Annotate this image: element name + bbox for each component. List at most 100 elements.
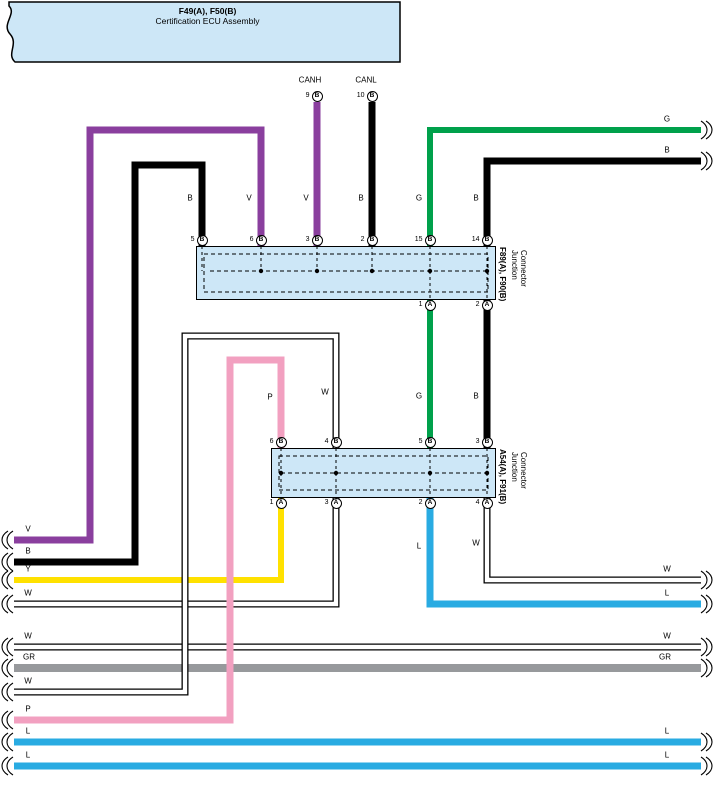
wire-color-label-CANH: CANH bbox=[298, 75, 322, 85]
wire-continuation-mark bbox=[1, 732, 14, 752]
pin-terminal-j1-top-2B: B bbox=[366, 235, 378, 246]
wire-continuation-mark bbox=[1, 570, 14, 590]
junction-node-dot bbox=[369, 268, 375, 274]
wire-continuation-mark bbox=[1, 552, 14, 572]
wire-color-label-Y: Y bbox=[25, 564, 31, 574]
pin-number: 3 bbox=[324, 499, 329, 506]
junction-node-dot bbox=[427, 470, 433, 476]
pin-number: 5 bbox=[190, 236, 195, 243]
junction-node-dot bbox=[314, 268, 320, 274]
wire-color-label-L: L bbox=[664, 750, 670, 760]
wire-color-label-B: B bbox=[473, 391, 479, 401]
junction-1-internal-frame bbox=[203, 253, 489, 293]
wire-color-label-CANL: CANL bbox=[355, 75, 377, 85]
wire-color-label-B: B bbox=[358, 193, 364, 203]
wire-j2-a1-yellow bbox=[14, 498, 284, 583]
junction-node-dot bbox=[484, 268, 490, 274]
junction-1-type-line1: Junction bbox=[510, 250, 519, 280]
wire-color-label-V: V bbox=[246, 193, 252, 203]
wire-color-label-W: W bbox=[24, 676, 32, 686]
wire-color-label-L: L bbox=[664, 726, 670, 736]
wire-color-label-L: L bbox=[25, 750, 31, 760]
wire-color-label-L: L bbox=[664, 588, 670, 598]
wire-continuation-mark bbox=[1, 756, 14, 776]
wire-continuation-mark bbox=[700, 570, 713, 590]
wire-continuation-mark bbox=[700, 151, 713, 171]
wire-continuation-mark bbox=[1, 637, 14, 657]
pin-terminal-ecu-9B: B bbox=[311, 90, 323, 102]
junction-connector-1-box bbox=[196, 246, 496, 300]
pin-number: 3 bbox=[305, 236, 310, 243]
ecu-id: F49(A), F50(B) bbox=[178, 6, 237, 16]
wire-continuation-mark bbox=[700, 637, 713, 657]
junction-node-dot bbox=[333, 470, 339, 476]
wire-j2-a4-white bbox=[484, 498, 701, 583]
pin-terminal-j2-top-5B: B bbox=[424, 437, 436, 448]
junction-node-dot bbox=[427, 268, 433, 274]
wire-continuation-mark bbox=[1, 658, 14, 678]
wire-color-label-W: W bbox=[472, 538, 480, 548]
wire-continuation-mark bbox=[1, 594, 14, 614]
wire-color-label-P: P bbox=[267, 392, 273, 402]
junction-node-dot bbox=[278, 470, 284, 476]
wire-j2-a2-blue bbox=[426, 498, 701, 608]
pin-terminal-j2-bottom-1A: A bbox=[275, 498, 287, 509]
wire-continuation-mark bbox=[700, 594, 713, 614]
junction-2-type-line1: Junction bbox=[510, 452, 519, 482]
pin-number: 4 bbox=[475, 499, 480, 506]
wire-j2-a3-white bbox=[14, 498, 339, 607]
wire-color-label-V: V bbox=[303, 193, 309, 203]
wire-color-label-G: G bbox=[415, 193, 423, 203]
pin-terminal-j2-bottom-2A: A bbox=[424, 498, 436, 509]
pin-number: 14 bbox=[471, 236, 480, 243]
pin-terminal-j2-top-3B: B bbox=[481, 437, 493, 448]
pin-number: 6 bbox=[269, 438, 274, 445]
wire-color-label-G: G bbox=[663, 114, 671, 124]
wire-color-label-W: W bbox=[663, 631, 671, 641]
pin-terminal-j2-top-4B: B bbox=[330, 437, 342, 448]
wire-color-label-G: G bbox=[415, 391, 423, 401]
wire-color-label-P: P bbox=[25, 704, 31, 714]
ecu-title: F49(A), F50(B) Certification ECU Assembl… bbox=[100, 6, 315, 26]
pin-number: 5 bbox=[418, 438, 423, 445]
pin-terminal-j1-top-14B: B bbox=[481, 235, 493, 246]
wire-color-label-W: W bbox=[321, 387, 329, 397]
pin-terminal-j1-bottom-2A: A bbox=[481, 300, 493, 311]
pin-terminal-j2-bottom-4A: A bbox=[481, 498, 493, 509]
pin-terminal-j1-top-3B: B bbox=[311, 235, 323, 246]
wire-continuation-mark bbox=[700, 120, 713, 140]
wire-continuation-mark bbox=[1, 710, 14, 730]
wire-color-label-W: W bbox=[663, 564, 671, 574]
pin-number: 10 bbox=[356, 91, 365, 99]
pin-terminal-j1-bottom-1A: A bbox=[424, 300, 436, 311]
wire-color-label-B: B bbox=[473, 193, 479, 203]
junction-1-id: F89(A), F90(B) bbox=[498, 247, 507, 302]
junction-2-type-line2: Connector bbox=[519, 452, 528, 489]
wire-color-label-B: B bbox=[187, 193, 193, 203]
wire-color-label-L: L bbox=[25, 726, 31, 736]
pin-number: 1 bbox=[269, 499, 274, 506]
wire-continuation-mark bbox=[700, 658, 713, 678]
pin-terminal-j2-bottom-3A: A bbox=[330, 498, 342, 509]
wire-continuation-mark bbox=[700, 756, 713, 776]
wire-continuation-mark bbox=[1, 682, 14, 702]
ecu-name: Certification ECU Assembly bbox=[155, 16, 260, 26]
ecu-assembly bbox=[6, 1, 401, 63]
pin-terminal-j2-top-6B: B bbox=[275, 437, 287, 448]
junction-node-dot bbox=[484, 470, 490, 476]
pin-number: 6 bbox=[249, 236, 254, 243]
pin-number: 2 bbox=[475, 301, 480, 308]
junction-1-type-line2: Connector bbox=[519, 250, 528, 287]
ecu-assembly-box bbox=[6, 1, 401, 63]
wire-continuation-mark bbox=[700, 732, 713, 752]
wire-color-label-L: L bbox=[416, 541, 422, 551]
junction-node-dot bbox=[258, 268, 264, 274]
wire-color-label-GR: GR bbox=[659, 652, 671, 662]
pin-number: 9 bbox=[305, 91, 310, 99]
wire-j1-p6-violet bbox=[14, 126, 265, 544]
wire-j2-p4-white-outline bbox=[14, 332, 340, 696]
pin-terminal-j1-top-15B: B bbox=[424, 235, 436, 246]
pin-number: 4 bbox=[324, 438, 329, 445]
